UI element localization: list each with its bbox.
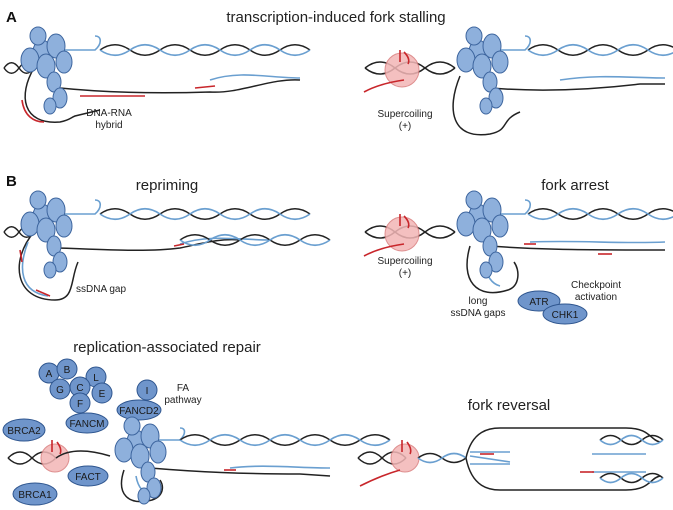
fancd2-protein: FANCD2 xyxy=(116,399,162,421)
dna-rna-hybrid-label-1: DNA-RNA xyxy=(86,108,132,119)
panel-a-letter: A xyxy=(6,9,17,26)
ssdna-gap-label: ssDNA gap xyxy=(76,284,126,295)
repriming-title: repriming xyxy=(136,177,199,194)
long-ssdna-gaps-label-1: long xyxy=(469,296,488,307)
fork-arrest-fork xyxy=(363,190,673,294)
fa-core-c: C xyxy=(76,383,83,394)
fa-core-f: F xyxy=(77,399,83,410)
fa-core-g: G xyxy=(56,385,64,396)
supercoiling-b-label-1: Supercoiling xyxy=(377,256,432,267)
repair-fork xyxy=(7,416,391,505)
fancm-label: FANCM xyxy=(70,419,105,430)
brca1-protein: BRCA1 xyxy=(12,482,58,506)
chk1-label: CHK1 xyxy=(552,310,579,321)
panel-a-right-fork xyxy=(363,26,673,136)
fa-core-complex: A B L G C E F I xyxy=(38,358,158,414)
fa-core-e: E xyxy=(99,389,106,400)
fork-reversal-title: fork reversal xyxy=(468,397,551,414)
supercoiling-a-label-1: Supercoiling xyxy=(377,109,432,120)
supercoiling-b-label-2: (+) xyxy=(399,268,412,279)
fa-core-a: A xyxy=(46,369,53,380)
chk1-protein: CHK1 xyxy=(542,303,588,325)
fork-arrest-title: fork arrest xyxy=(541,177,609,194)
fa-pathway-label-2: pathway xyxy=(164,395,201,406)
long-ssdna-gaps-label-2: ssDNA gaps xyxy=(450,308,505,319)
repriming-fork xyxy=(3,190,331,301)
brca1-label: BRCA1 xyxy=(18,490,52,501)
brca2-protein: BRCA2 xyxy=(2,418,46,442)
panel-b-letter: B xyxy=(6,173,17,190)
atr-label: ATR xyxy=(529,297,548,308)
fancd2-label: FANCD2 xyxy=(119,406,159,417)
fact-protein: FACT xyxy=(67,465,109,487)
panel-a-left-fork xyxy=(3,26,311,123)
checkpoint-label-1: Checkpoint xyxy=(571,280,621,291)
brca2-label: BRCA2 xyxy=(7,426,41,437)
supercoiling-a-label-2: (+) xyxy=(399,121,412,132)
panel-a-title: transcription-induced fork stalling xyxy=(226,9,445,26)
fork-reversal-diagram xyxy=(357,427,664,491)
fact-label: FACT xyxy=(75,472,101,483)
atr-protein: ATR xyxy=(517,290,561,312)
checkpoint-label-2: activation xyxy=(575,292,617,303)
fa-core-l: L xyxy=(93,373,99,384)
fa-core-b: B xyxy=(64,365,71,376)
fancm-protein: FANCM xyxy=(65,412,109,434)
fa-pathway-label-1: FA xyxy=(177,383,190,394)
repair-title: replication-associated repair xyxy=(73,339,261,356)
fa-core-i: I xyxy=(146,386,149,397)
dna-rna-hybrid-label-2: hybrid xyxy=(95,120,122,131)
